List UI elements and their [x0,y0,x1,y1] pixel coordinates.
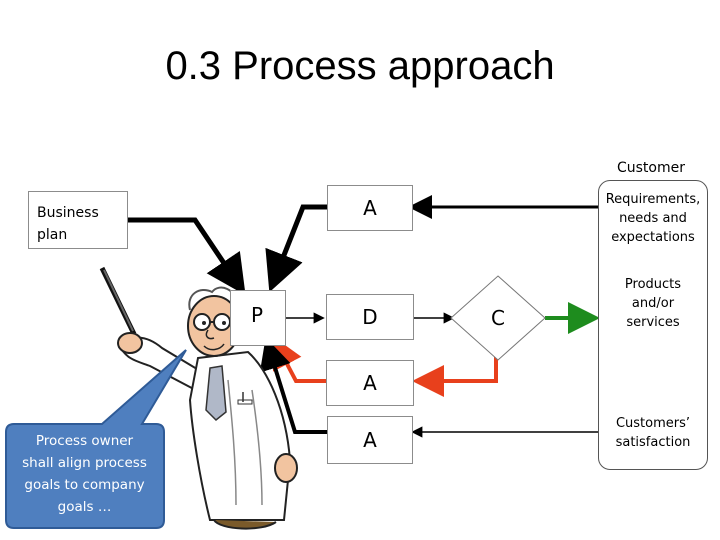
node-c: C [491,306,505,330]
customer-satisfaction: Customers’ satisfaction [615,416,691,450]
node-a-bottom: A [327,416,413,464]
node-p: P [230,290,286,346]
customer-label: Customer [616,160,685,176]
business-plan-box: Business plan [28,191,128,249]
arrow-a-to-p [265,204,327,293]
arrow-a-mid-to-p [272,335,326,383]
customer-column [598,180,708,470]
arrow-c-to-a-mid [412,345,498,397]
callout-text: Process owner shall align process goals … [22,433,147,515]
customer-requirements: Requirements, needs and expectations [605,192,701,245]
node-d: D [326,294,414,340]
slide-title: 0.3 Process approach [165,44,555,88]
process-owner-illustration [99,266,298,530]
node-a-top: A [327,185,413,231]
speech-callout [5,349,187,529]
customer-products: Products and/or services [624,277,682,330]
arrow-a-bottom-to-p [259,337,327,434]
arrow-business-plan-to-p [128,217,246,296]
node-a-mid: A [326,360,414,406]
check-diamond [450,275,546,361]
